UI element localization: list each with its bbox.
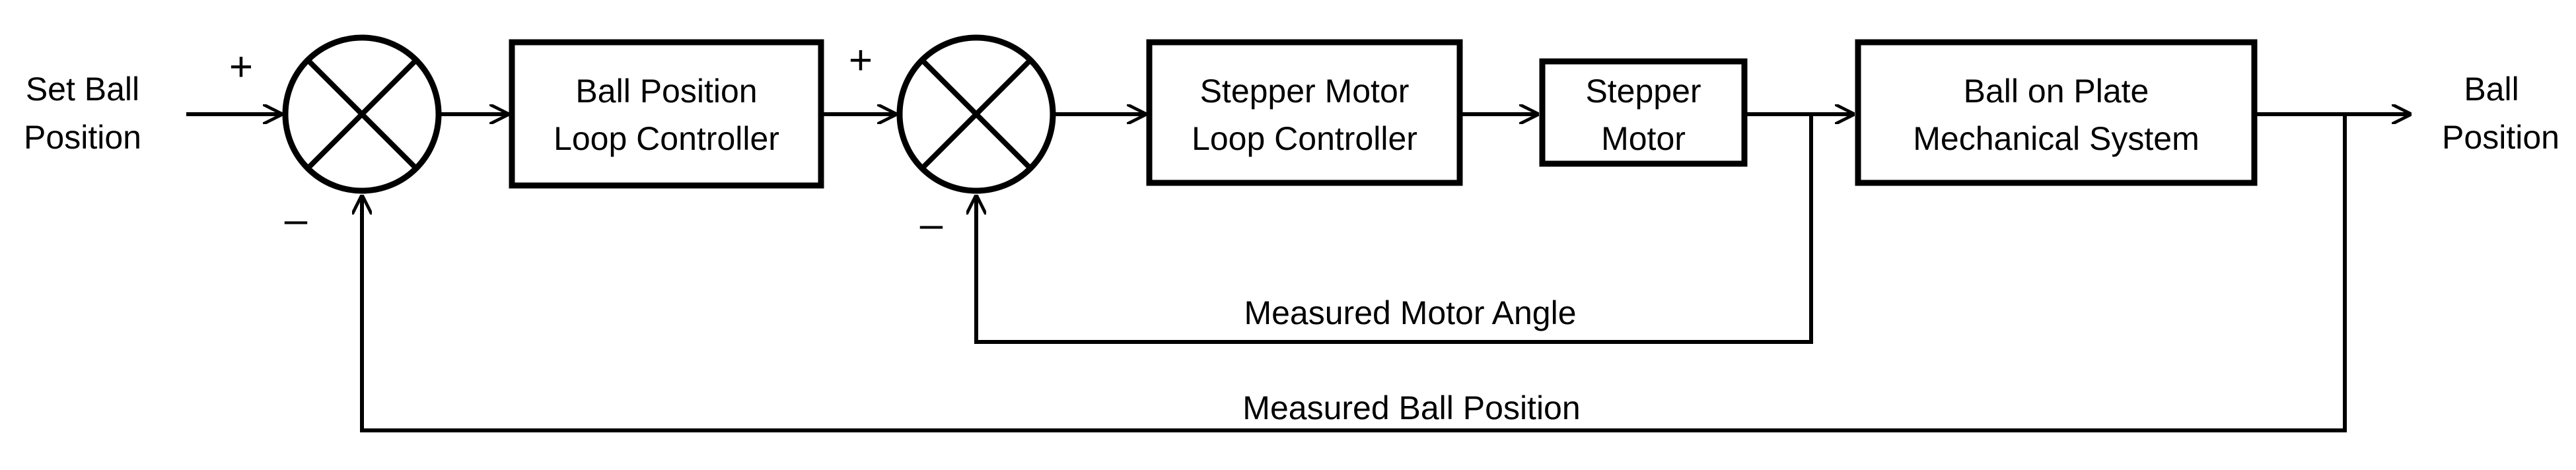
stepper-motor-block — [1539, 58, 1748, 167]
ball-position-loop-controller-block — [509, 39, 824, 189]
input-label-line2: Position — [24, 119, 141, 156]
inner-minus-sign: – — [920, 201, 943, 247]
output-label-line2: Position — [2442, 119, 2559, 156]
outer-plus-sign: + — [229, 44, 253, 90]
inner-plus-sign: + — [849, 38, 873, 83]
outer-feedback-label: Measured Ball Position — [1242, 389, 1580, 426]
ball-on-plate-mechanical-system-block — [1855, 39, 2258, 186]
input-label-line1: Set Ball — [26, 71, 139, 108]
ball-controller-label-line2: Loop Controller — [554, 120, 779, 157]
stepper-controller-label-line1: Stepper Motor — [1200, 73, 1410, 110]
mechanical-system-label-line2: Mechanical System — [1913, 120, 2200, 157]
ball-controller-label-line1: Ball Position — [575, 73, 757, 110]
inner-feedback-path — [976, 114, 1813, 344]
stepper-motor-label-line2: Motor — [1601, 120, 1686, 157]
stepper-motor-label-line1: Stepper — [1585, 73, 1701, 110]
inner-summing-junction — [896, 34, 1056, 194]
stepper-motor-loop-controller-block — [1146, 39, 1463, 186]
output-label-line1: Ball — [2464, 71, 2519, 108]
inner-feedback-label: Measured Motor Angle — [1244, 294, 1576, 331]
stepper-controller-label-line2: Loop Controller — [1192, 120, 1417, 157]
outer-feedback-path — [362, 114, 2347, 432]
outer-minus-sign: – — [285, 197, 308, 242]
mechanical-system-label-line1: Ball on Plate — [1964, 73, 2149, 110]
outer-summing-junction — [282, 34, 442, 194]
